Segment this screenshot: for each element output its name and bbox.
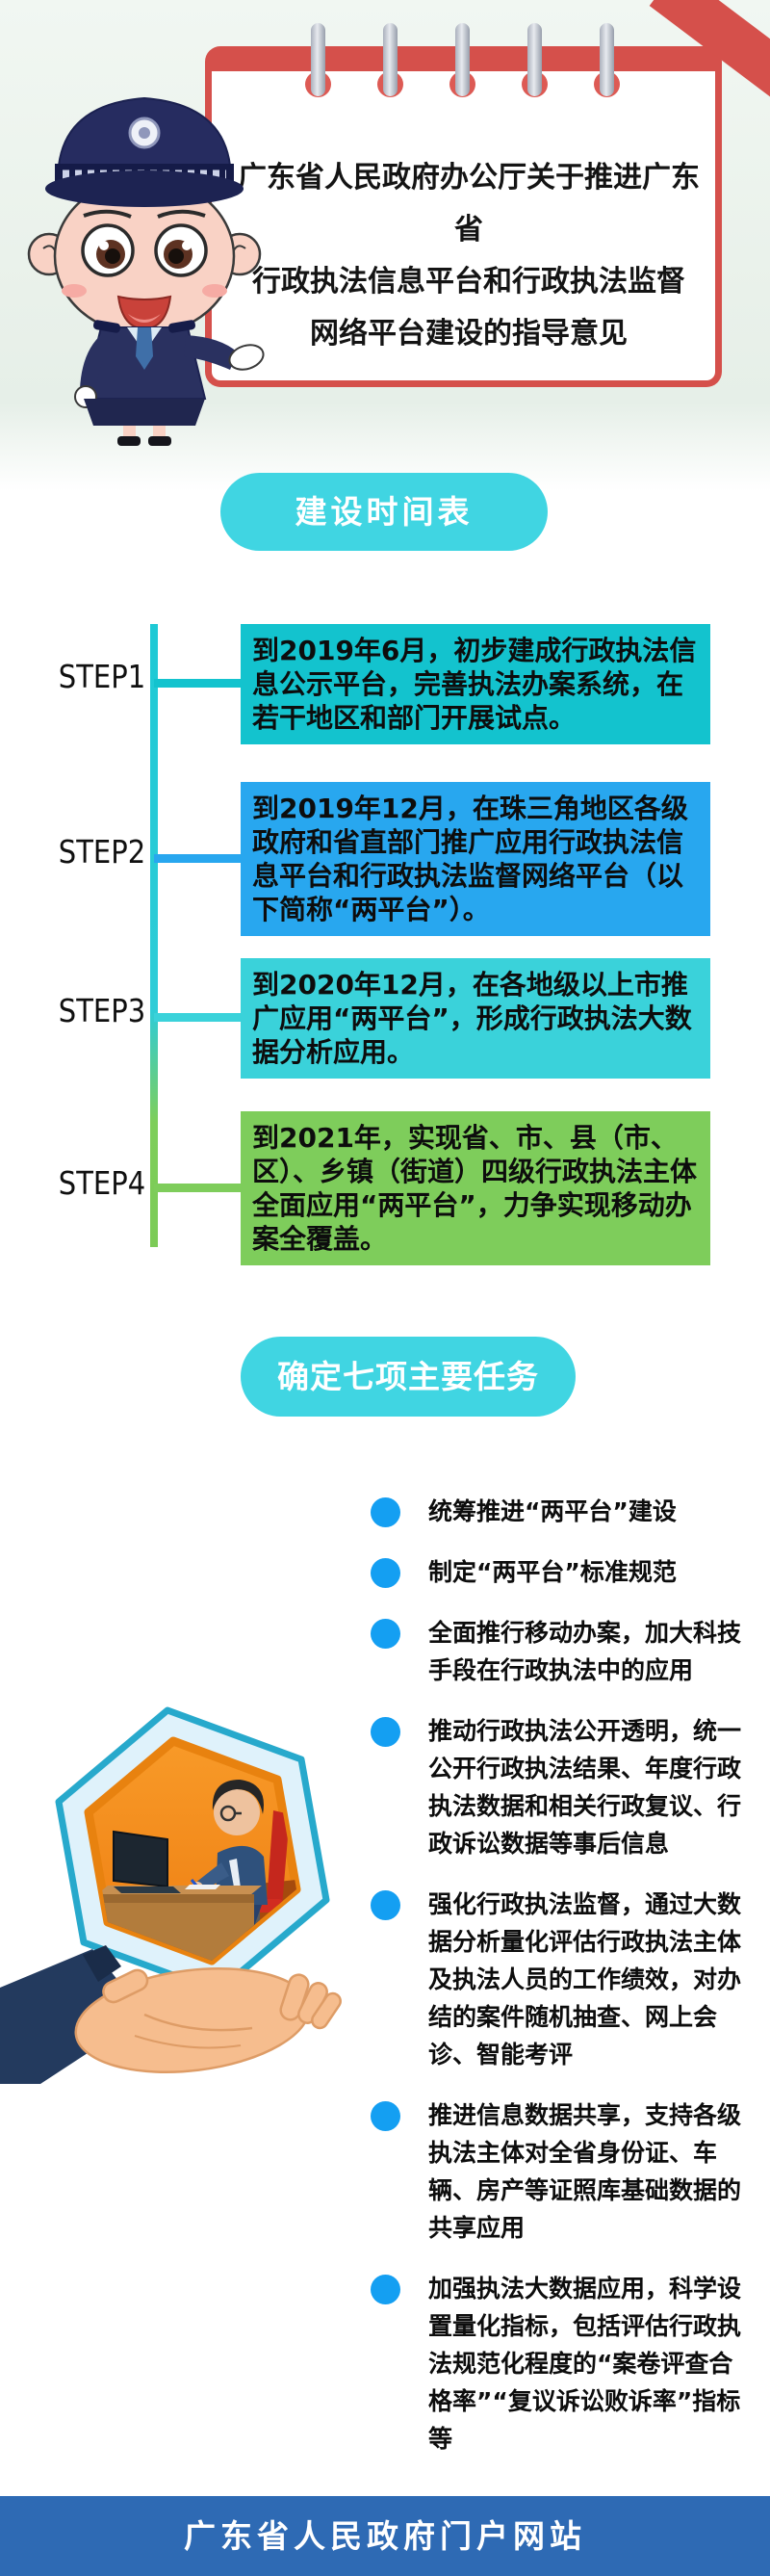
task-text: 制定“两平台”标准规范 bbox=[428, 1558, 677, 1586]
task-item: 加强执法大数据应用，科学设置量化指标，包括评估行政执法规范化程度的“案卷评查合格… bbox=[371, 2270, 751, 2458]
page-title-line-3: 网络平台建设的指导意见 bbox=[310, 317, 628, 351]
bullet-icon bbox=[371, 1717, 400, 1747]
task-text: 统筹推进“两平台”建设 bbox=[428, 1497, 677, 1525]
bullet-icon bbox=[371, 2101, 400, 2131]
page-title-line-1: 广东省人民政府办公厅关于推进广东省 bbox=[238, 161, 700, 247]
timeline-axis bbox=[150, 624, 158, 1247]
footer-bar: 广东省人民政府门户网站 bbox=[0, 2496, 770, 2576]
bullet-icon bbox=[371, 1890, 400, 1920]
step1-label: STEP1 bbox=[58, 658, 146, 696]
step2-label: STEP2 bbox=[58, 833, 146, 872]
binder-ring-icon bbox=[527, 23, 542, 96]
bullet-icon bbox=[371, 1619, 400, 1649]
step4-connector bbox=[154, 1184, 243, 1192]
task-item: 推进信息数据共享，支持各级执法主体对全省身份证、车辆、房产等证照库基础数据的共享… bbox=[371, 2096, 751, 2247]
footer-site-name: 广东省人民政府门户网站 bbox=[184, 2517, 586, 2555]
page-title: 广东省人民政府办公厅关于推进广东省 行政执法信息平台和行政执法监督 网络平台建设… bbox=[224, 152, 713, 360]
step3-text-box: 到2020年12月，在各地级以上市推广应用“两平台”，形成行政执法大数据分析应用… bbox=[241, 958, 710, 1079]
task-text: 推进信息数据共享，支持各级执法主体对全省身份证、车辆、房产等证照库基础数据的共享… bbox=[428, 2101, 742, 2242]
binder-ring-icon bbox=[455, 23, 470, 96]
binder-ring-icon bbox=[600, 23, 614, 96]
binder-ring-icon bbox=[383, 23, 398, 96]
step2-connector bbox=[154, 854, 243, 863]
step3-label: STEP3 bbox=[58, 992, 146, 1030]
task-text: 全面推行移动办案，加大科技手段在行政执法中的应用 bbox=[428, 1619, 742, 1684]
title-card bbox=[205, 46, 722, 387]
tasks-list: 统筹推进“两平台”建设 制定“两平台”标准规范 全面推行移动办案，加大科技手段在… bbox=[371, 1493, 751, 2458]
bullet-icon bbox=[371, 1558, 400, 1588]
step1-connector bbox=[154, 679, 243, 688]
timeline-section-button[interactable]: 建设时间表 bbox=[220, 473, 548, 551]
task-item: 推动行政执法公开透明，统一公开行政执法结果、年度行政执法数据和相关行政复议、行政… bbox=[371, 1712, 751, 1862]
task-text: 推动行政执法公开透明，统一公开行政执法结果、年度行政执法数据和相关行政复议、行政… bbox=[428, 1717, 742, 1858]
step3-connector bbox=[154, 1013, 243, 1022]
hand-holding-hexagon-illustration bbox=[0, 1706, 342, 2084]
binder-ring-icon bbox=[311, 23, 325, 96]
bullet-icon bbox=[371, 1497, 400, 1527]
task-item: 统筹推进“两平台”建设 bbox=[371, 1493, 751, 1530]
step4-label: STEP4 bbox=[58, 1164, 146, 1203]
task-item: 全面推行移动办案，加大科技手段在行政执法中的应用 bbox=[371, 1614, 751, 1689]
task-text: 强化行政执法监督，通过大数据分析量化评估行政执法主体及执法人员的工作绩效，对办结… bbox=[428, 1890, 742, 2069]
page-title-line-2: 行政执法信息平台和行政执法监督 bbox=[252, 265, 685, 299]
task-item: 制定“两平台”标准规范 bbox=[371, 1553, 751, 1591]
task-item: 强化行政执法监督，通过大数据分析量化评估行政执法主体及执法人员的工作绩效，对办结… bbox=[371, 1886, 751, 2073]
step1-text-box: 到2019年6月，初步建成行政执法信息公示平台，完善执法办案系统，在若干地区和部… bbox=[241, 624, 710, 744]
step4-text-box: 到2021年，实现省、市、县（市、区）、乡镇（街道）四级行政执法主体全面应用“两… bbox=[241, 1111, 710, 1265]
task-text: 加强执法大数据应用，科学设置量化指标，包括评估行政执法规范化程度的“案卷评查合格… bbox=[428, 2275, 742, 2453]
tasks-section-button[interactable]: 确定七项主要任务 bbox=[241, 1337, 576, 1417]
police-officer-mascot-illustration bbox=[27, 96, 265, 446]
step2-text-box: 到2019年12月，在珠三角地区各级政府和省直部门推广应用行政执法信息平台和行政… bbox=[241, 782, 710, 936]
bullet-icon bbox=[371, 2275, 400, 2304]
